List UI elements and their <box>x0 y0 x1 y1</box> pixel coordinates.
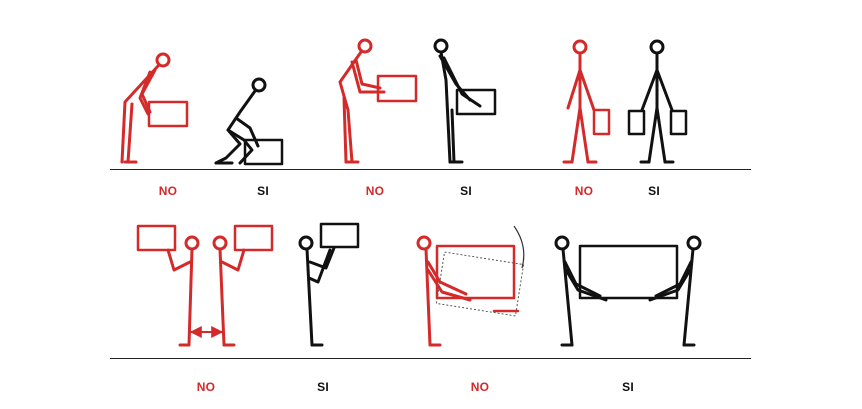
label-si-balanced: SI <box>648 184 660 198</box>
figure-load-close-to-body <box>433 38 497 164</box>
row-divider-top <box>110 169 751 170</box>
label-no-overhead-pair: NO <box>196 380 216 394</box>
row-divider-bottom <box>110 358 751 359</box>
label-si-squat: SI <box>257 184 269 198</box>
label-no-one-side: NO <box>574 184 594 198</box>
figure-overhead-single-lift <box>298 222 360 347</box>
figure-bent-back-lift <box>120 52 189 164</box>
figure-overhead-pair-lift <box>136 224 274 347</box>
figure-two-person-carry <box>554 235 702 347</box>
label-no-bent-back: NO <box>158 184 178 198</box>
figure-load-far-from-body <box>338 38 418 164</box>
figure-balanced-carry <box>627 39 688 164</box>
label-no-twisting: NO <box>470 380 490 394</box>
figure-one-side-carry <box>562 39 611 164</box>
twist-indicator <box>435 225 525 317</box>
figure-twisting-load <box>416 235 520 347</box>
label-si-close-load: SI <box>460 184 472 198</box>
label-si-overhead-single: SI <box>317 380 329 394</box>
label-si-two-person: SI <box>622 380 634 394</box>
figure-squat-lift <box>214 77 284 166</box>
label-no-far-load: NO <box>365 184 385 198</box>
